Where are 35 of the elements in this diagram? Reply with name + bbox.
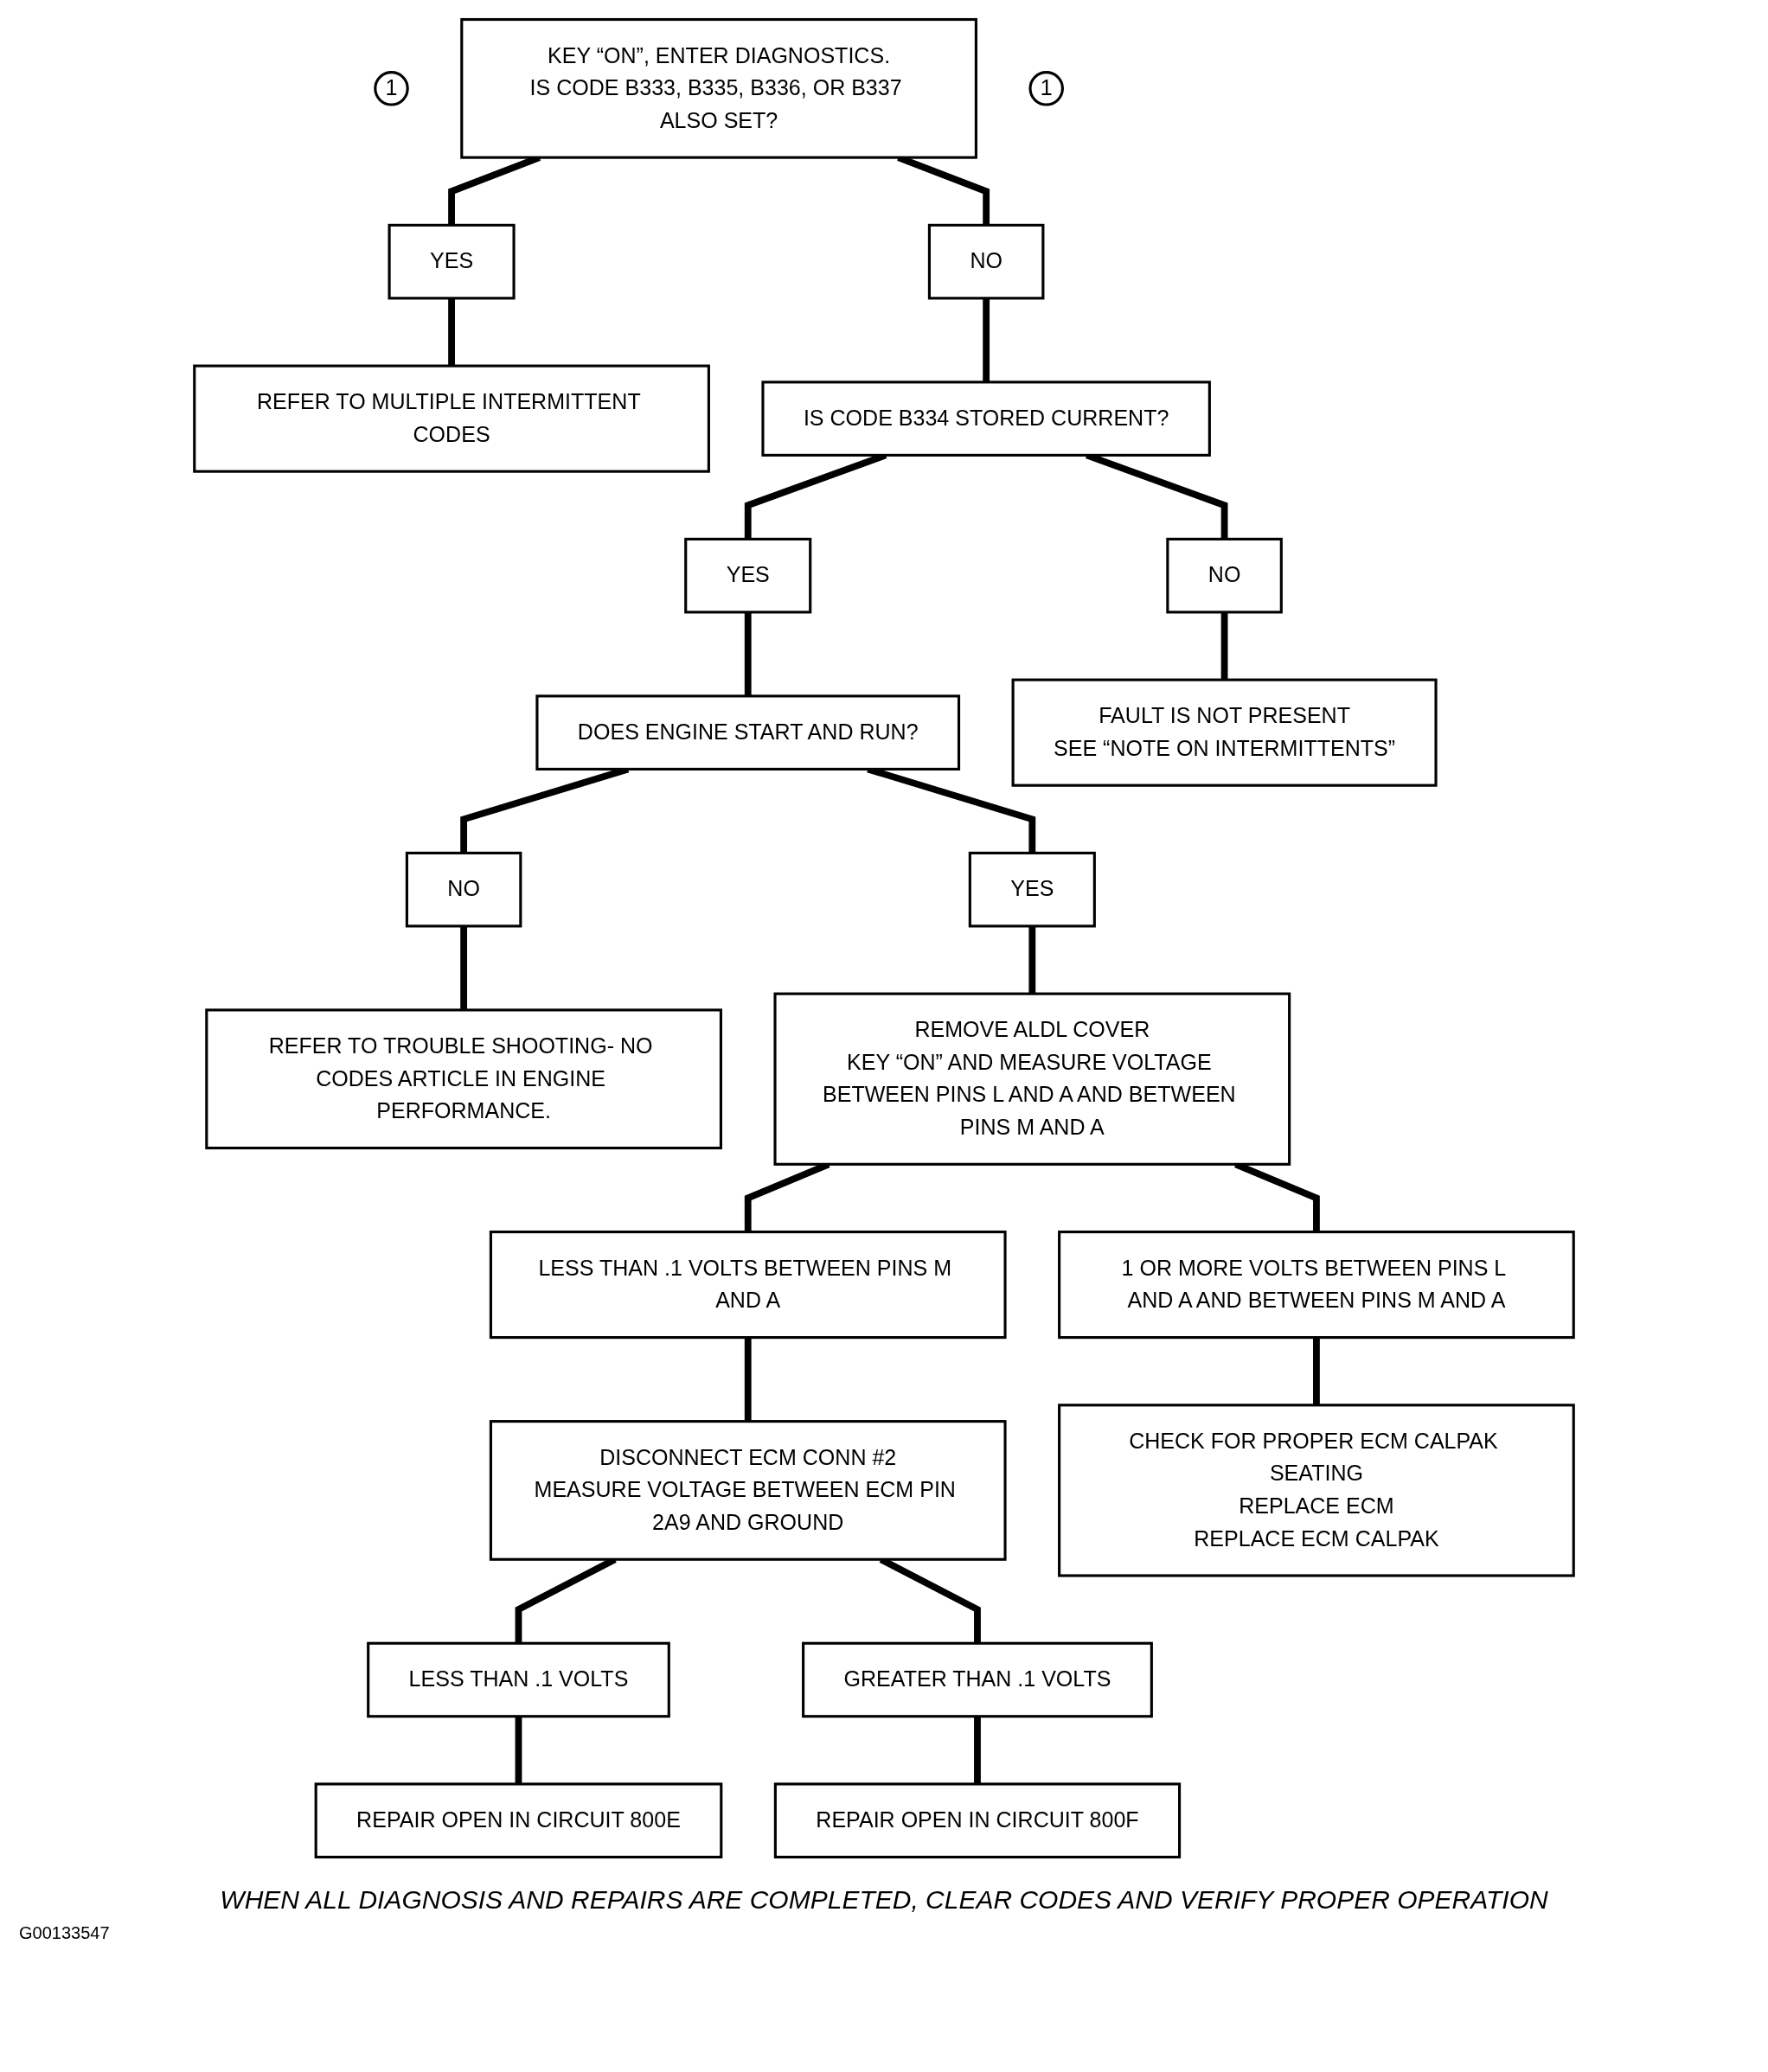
node-box: NO — [927, 223, 1045, 300]
node-box: LESS THAN .1 VOLTS BETWEEN PINS M AND A — [489, 1231, 1007, 1340]
connector — [460, 925, 468, 1010]
connector — [448, 297, 455, 367]
connector — [1313, 1337, 1320, 1405]
connector — [1028, 925, 1036, 994]
node-box: REPAIR OPEN IN CIRCUIT 800F — [773, 1782, 1182, 1859]
node-circle: 1 — [374, 71, 409, 106]
node-box: NO — [405, 851, 522, 928]
caption: WHEN ALL DIAGNOSIS AND REPAIRS ARE COMPLETED, CLEAR CODES AND VERIFY PROPER OPERATION — [219, 1885, 1549, 1915]
node-box: CHECK FOR PROPER ECM CALPAK SEATING REPLACE ECM REPLACE ECM CALPAK — [1058, 1404, 1575, 1577]
node-box: IS CODE B334 STORED CURRENT? — [761, 381, 1211, 457]
figure-id: G00133547 — [19, 1923, 111, 1943]
node-box: REPAIR OPEN IN CIRCUIT 800E — [314, 1782, 723, 1859]
node-box: REFER TO TROUBLE SHOOTING- NO CODES ARTICLE IN ENGINE PERFORMANCE. — [205, 1008, 722, 1150]
connector — [744, 611, 752, 696]
connector — [983, 297, 990, 382]
node-circle: 1 — [1028, 71, 1064, 106]
node-box: YES — [388, 223, 516, 300]
connector — [515, 1716, 522, 1784]
connector — [744, 1337, 752, 1422]
node-box: GREATER THAN .1 VOLTS — [802, 1641, 1153, 1718]
node-box: NO — [1166, 537, 1283, 614]
node-box: YES — [684, 537, 812, 614]
node-box: DISCONNECT ECM CONN #2 MEASURE VOLTAGE BETWEEN ECM PIN 2A9 AND GROUND — [489, 1420, 1007, 1561]
node-box: REMOVE ALDL COVER KEY “ON” AND MEASURE VOLTAGE BETWEEN PINS L AND A AND BETWEEN PINS M AND A — [773, 992, 1291, 1166]
node-box: REFER TO MULTIPLE INTERMITTENT CODES — [193, 364, 710, 473]
node-box: DOES ENGINE START AND RUN? — [535, 694, 961, 771]
node-box: LESS THAN .1 VOLTS — [367, 1641, 670, 1718]
node-box: 1 OR MORE VOLTS BETWEEN PINS L AND A AND BETWEEN PINS M AND A — [1058, 1231, 1575, 1340]
node-box: KEY “ON”, ENTER DIAGNOSTICS. IS CODE B333, B335, B336, OR B337 ALSO SET? — [460, 17, 977, 159]
connector — [1220, 611, 1228, 681]
connector — [974, 1716, 981, 1784]
node-box: FAULT IS NOT PRESENT SEE “NOTE ON INTERMITTENTS” — [1011, 678, 1438, 787]
node-box: YES — [968, 851, 1096, 928]
